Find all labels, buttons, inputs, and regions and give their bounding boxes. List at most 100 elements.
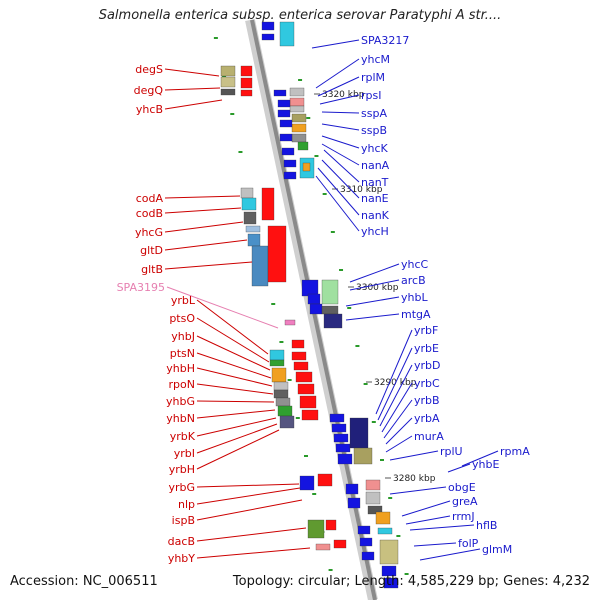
- gene-feature[interactable]: [220, 65, 236, 77]
- gene-label-arcB[interactable]: arcB: [401, 274, 426, 287]
- gene-feature[interactable]: [275, 397, 291, 407]
- gene-label-murA[interactable]: murA: [414, 430, 444, 443]
- gene-feature[interactable]: [299, 395, 317, 409]
- gene-feature[interactable]: [273, 381, 289, 391]
- gene-label-yrbD[interactable]: yrbD: [414, 359, 441, 372]
- gene-label-nanT[interactable]: nanT: [361, 176, 389, 189]
- gene-feature[interactable]: [261, 187, 275, 221]
- gene-feature[interactable]: [289, 97, 305, 107]
- gene-feature[interactable]: [301, 409, 319, 421]
- gene-label-glmM[interactable]: glmM: [482, 543, 512, 556]
- gene-feature[interactable]: [261, 21, 275, 31]
- gene-feature[interactable]: [283, 171, 297, 180]
- gene-label-rpsI[interactable]: rpsI: [361, 89, 381, 102]
- gene-label-yrbC[interactable]: yrbC: [414, 377, 440, 390]
- gene-label-mtgA[interactable]: mtgA: [401, 308, 431, 321]
- gene-feature[interactable]: [297, 141, 309, 151]
- gene-label-hflB[interactable]: hflB: [476, 519, 497, 532]
- gene-label-yhcK[interactable]: yhcK: [361, 142, 389, 155]
- gene-label-yrbE[interactable]: yrbE: [414, 342, 439, 355]
- gene-label-yrbK[interactable]: yrbK: [170, 430, 196, 443]
- gene-label-yhcG[interactable]: yhcG: [135, 226, 163, 239]
- gene-label-SPA3217[interactable]: SPA3217: [361, 34, 409, 47]
- gene-label-yhcC[interactable]: yhcC: [401, 258, 429, 271]
- gene-feature[interactable]: [353, 447, 373, 465]
- gene-feature[interactable]: [315, 543, 331, 551]
- gene-feature[interactable]: [307, 519, 325, 539]
- gene-label-rrmJ[interactable]: rrmJ: [452, 510, 475, 523]
- gene-label-degQ[interactable]: degQ: [134, 84, 164, 97]
- gene-feature[interactable]: [271, 367, 287, 383]
- gene-feature[interactable]: [291, 113, 307, 123]
- gene-label-gltD[interactable]: gltD: [140, 244, 163, 257]
- gene-label-yhbH[interactable]: yhbH: [166, 362, 195, 375]
- gene-feature[interactable]: [247, 233, 261, 247]
- gene-feature[interactable]: [273, 389, 289, 399]
- gene-label-yrbL[interactable]: yrbL: [171, 294, 196, 307]
- gene-feature[interactable]: [381, 565, 397, 577]
- gene-feature[interactable]: [357, 525, 371, 535]
- gene-label-yhcM[interactable]: yhcM: [361, 53, 390, 66]
- gene-feature[interactable]: [365, 479, 381, 491]
- gene-feature[interactable]: [329, 413, 345, 423]
- gene-label-nanA[interactable]: nanA: [361, 159, 390, 172]
- gene-feature[interactable]: [293, 361, 309, 371]
- gene-feature[interactable]: [349, 417, 369, 449]
- gene-label-sspB[interactable]: sspB: [361, 124, 387, 137]
- gene-label-sspA[interactable]: sspA: [361, 107, 387, 120]
- gene-feature[interactable]: [277, 99, 291, 108]
- gene-feature[interactable]: [240, 187, 254, 199]
- gene-label-ispB[interactable]: ispB: [172, 514, 195, 527]
- gene-label-yhbY[interactable]: yhbY: [168, 552, 195, 565]
- gene-label-rplM[interactable]: rplM: [361, 71, 385, 84]
- gene-feature[interactable]: [240, 89, 253, 97]
- gene-feature[interactable]: [251, 245, 269, 287]
- gene-label-folP[interactable]: folP: [458, 537, 479, 550]
- gene-feature[interactable]: [307, 293, 321, 305]
- gene-label-gltB[interactable]: gltB: [141, 263, 163, 276]
- gene-feature[interactable]: [309, 303, 323, 315]
- gene-feature[interactable]: [331, 423, 347, 433]
- gene-feature[interactable]: [267, 225, 287, 283]
- gene-label-yhbL[interactable]: yhbL: [401, 291, 428, 304]
- gene-label-yhbN[interactable]: yhbN: [166, 412, 195, 425]
- gene-feature[interactable]: [361, 551, 375, 561]
- gene-label-yrbG[interactable]: yrbG: [168, 481, 195, 494]
- gene-label-greA[interactable]: greA: [452, 495, 478, 508]
- gene-label-obgE[interactable]: obgE: [448, 481, 476, 494]
- gene-label-nanE[interactable]: nanE: [361, 192, 389, 205]
- gene-label-codB[interactable]: codB: [136, 207, 163, 220]
- gene-label-yrbB[interactable]: yrbB: [414, 394, 440, 407]
- gene-label-ptsN[interactable]: ptsN: [170, 347, 195, 360]
- gene-label-yrbI[interactable]: yrbI: [174, 447, 195, 460]
- gene-label-yhbJ[interactable]: yhbJ: [171, 330, 195, 343]
- gene-feature[interactable]: [367, 505, 383, 515]
- gene-feature[interactable]: [281, 147, 295, 156]
- gene-feature[interactable]: [279, 21, 295, 47]
- gene-feature[interactable]: [323, 313, 343, 329]
- gene-feature[interactable]: [333, 433, 349, 443]
- gene-feature[interactable]: [279, 119, 293, 128]
- gene-feature[interactable]: [299, 475, 315, 491]
- gene-feature[interactable]: [375, 511, 391, 525]
- gene-feature[interactable]: [291, 133, 307, 143]
- gene-label-dacB[interactable]: dacB: [168, 535, 195, 548]
- gene-feature[interactable]: [345, 483, 359, 495]
- gene-label-SPA3195[interactable]: SPA3195: [117, 281, 165, 294]
- gene-feature[interactable]: [301, 279, 319, 297]
- gene-feature[interactable]: [379, 539, 399, 565]
- gene-label-rpoN[interactable]: rpoN: [169, 378, 195, 391]
- gene-label-yhbE[interactable]: yhbE: [472, 458, 499, 471]
- gene-feature[interactable]: [269, 349, 285, 361]
- gene-label-yrbA[interactable]: yrbA: [414, 412, 440, 425]
- gene-feature[interactable]: [321, 279, 339, 305]
- gene-feature[interactable]: [295, 371, 313, 383]
- gene-feature[interactable]: [279, 415, 295, 429]
- gene-feature[interactable]: [337, 453, 353, 465]
- gene-feature[interactable]: [240, 77, 253, 89]
- gene-label-yhcH[interactable]: yhcH: [361, 225, 389, 238]
- gene-label-rpmA[interactable]: rpmA: [500, 445, 530, 458]
- gene-feature[interactable]: [297, 383, 315, 395]
- gene-feature[interactable]: [277, 109, 291, 118]
- gene-feature[interactable]: [245, 225, 261, 233]
